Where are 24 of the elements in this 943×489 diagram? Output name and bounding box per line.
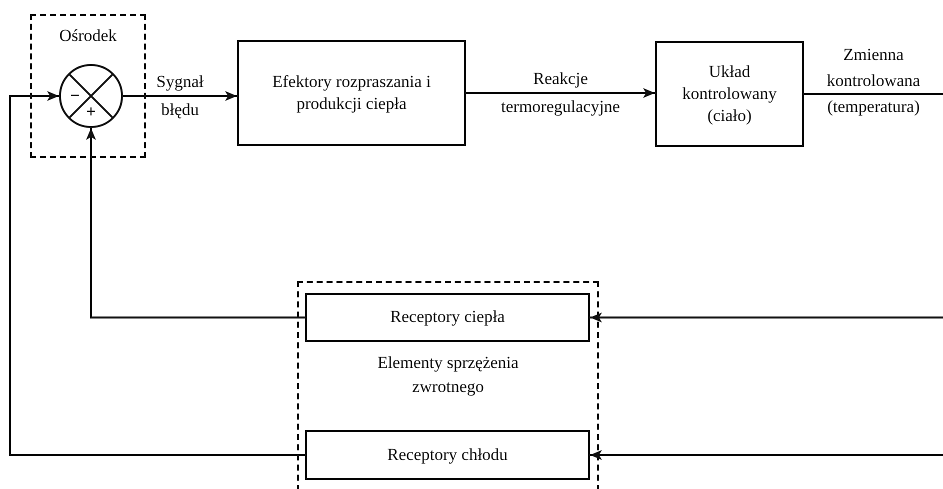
process-box: [237, 40, 466, 146]
box-label: Receptory chłodu: [386, 444, 509, 466]
dashed-group: [30, 14, 146, 158]
box-label: Efektory rozpraszania i produkcji ciepła: [271, 70, 432, 115]
arrow: [590, 312, 943, 322]
arrow: [86, 128, 305, 318]
edge-label: Sygnał błędu: [155, 71, 205, 121]
arrow: [123, 91, 237, 101]
group-label: Ośrodek: [58, 25, 118, 47]
edge-label: Reakcje termoregulacyjne: [500, 68, 621, 118]
process-box: [305, 430, 590, 480]
box-label: Receptory ciepła: [389, 306, 506, 328]
sign-label: −: [69, 87, 81, 105]
edge-label: Zmienna kontrolowana (temperatura): [826, 44, 922, 118]
arrow: [590, 450, 943, 460]
arrow: [9, 91, 305, 456]
dashed-group: [297, 281, 599, 489]
arrow: [466, 88, 655, 98]
process-box: [655, 41, 804, 147]
sign-label: +: [85, 103, 97, 121]
box-label: Układ kontrolowany (ciało): [681, 60, 778, 128]
process-box: [305, 293, 590, 342]
connector-line: [804, 93, 943, 95]
group-label: Elementy sprzężenia zwrotnego: [376, 352, 520, 398]
